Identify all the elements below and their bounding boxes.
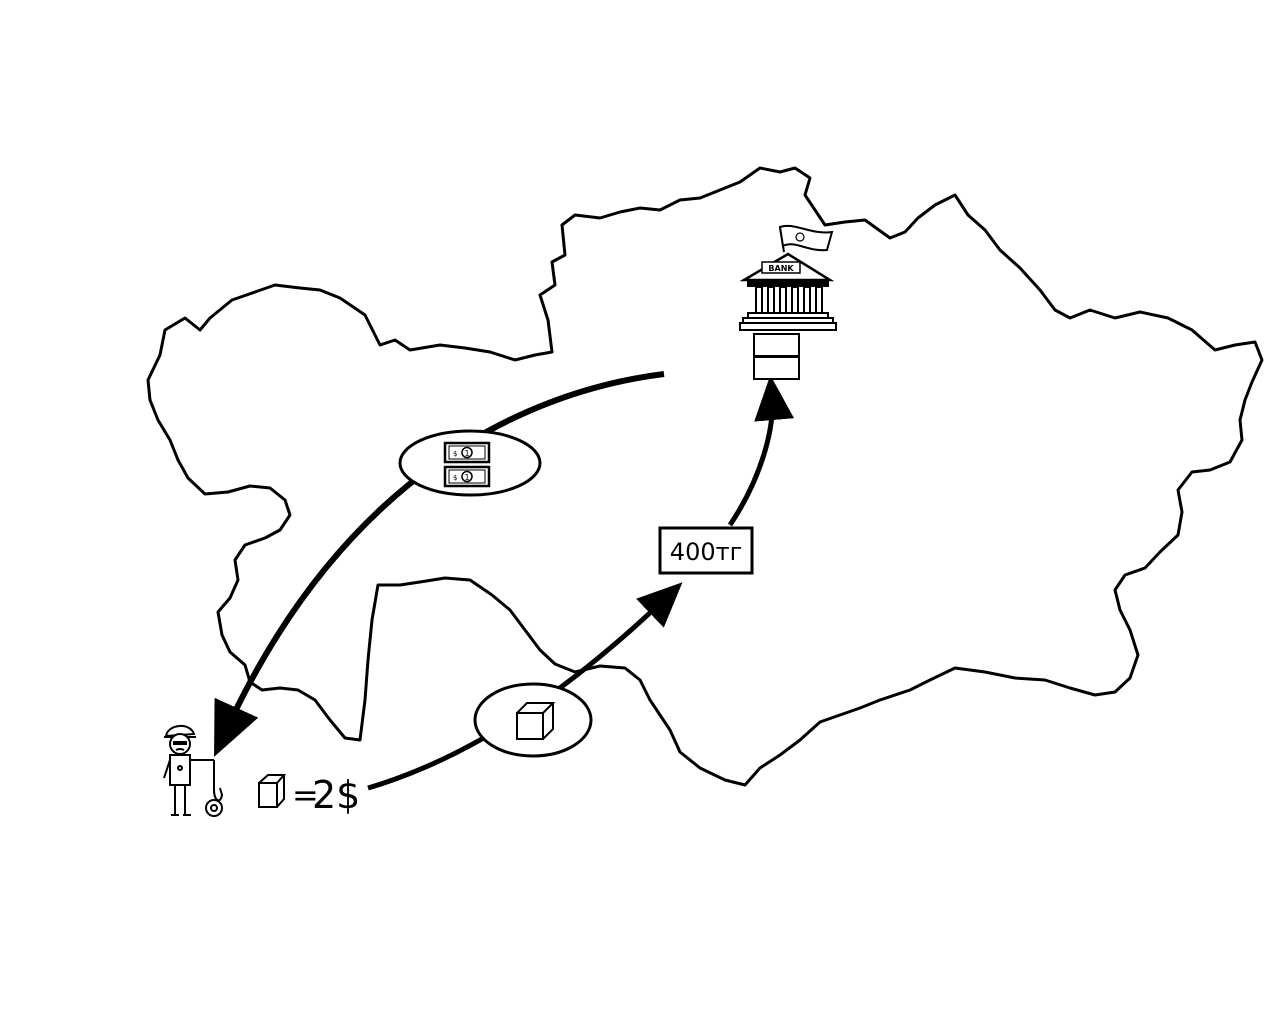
- tenge-amount-label: 400тг: [670, 538, 742, 566]
- price-equals-sign: =: [292, 776, 319, 814]
- banknote-icon: 1 $: [443, 441, 491, 464]
- svg-text:1: 1: [465, 449, 470, 458]
- worker-figure-icon: [163, 725, 224, 817]
- money-bubble: 1 $ 1 $: [398, 429, 542, 497]
- svg-text:$: $: [453, 474, 457, 482]
- price-amount: 2$: [312, 773, 360, 817]
- price-equation: = 2$: [258, 773, 360, 817]
- goods-bubble: [473, 682, 593, 758]
- cube-icon: [516, 702, 556, 740]
- svg-text:1: 1: [465, 473, 470, 482]
- flag-icon: [778, 224, 834, 253]
- bank-building-icon: BANK: [739, 224, 837, 380]
- banknote-icon: 1 $: [443, 465, 491, 488]
- cube-icon: [258, 774, 287, 808]
- tenge-amount-box: 400тг: [658, 526, 754, 575]
- money-flow-arrow: [214, 371, 665, 757]
- country-map-outline: [146, 166, 1264, 787]
- bank-sign-label: BANK: [768, 264, 794, 273]
- tenge-to-bank-arrow: [727, 375, 795, 527]
- svg-text:$: $: [453, 450, 457, 458]
